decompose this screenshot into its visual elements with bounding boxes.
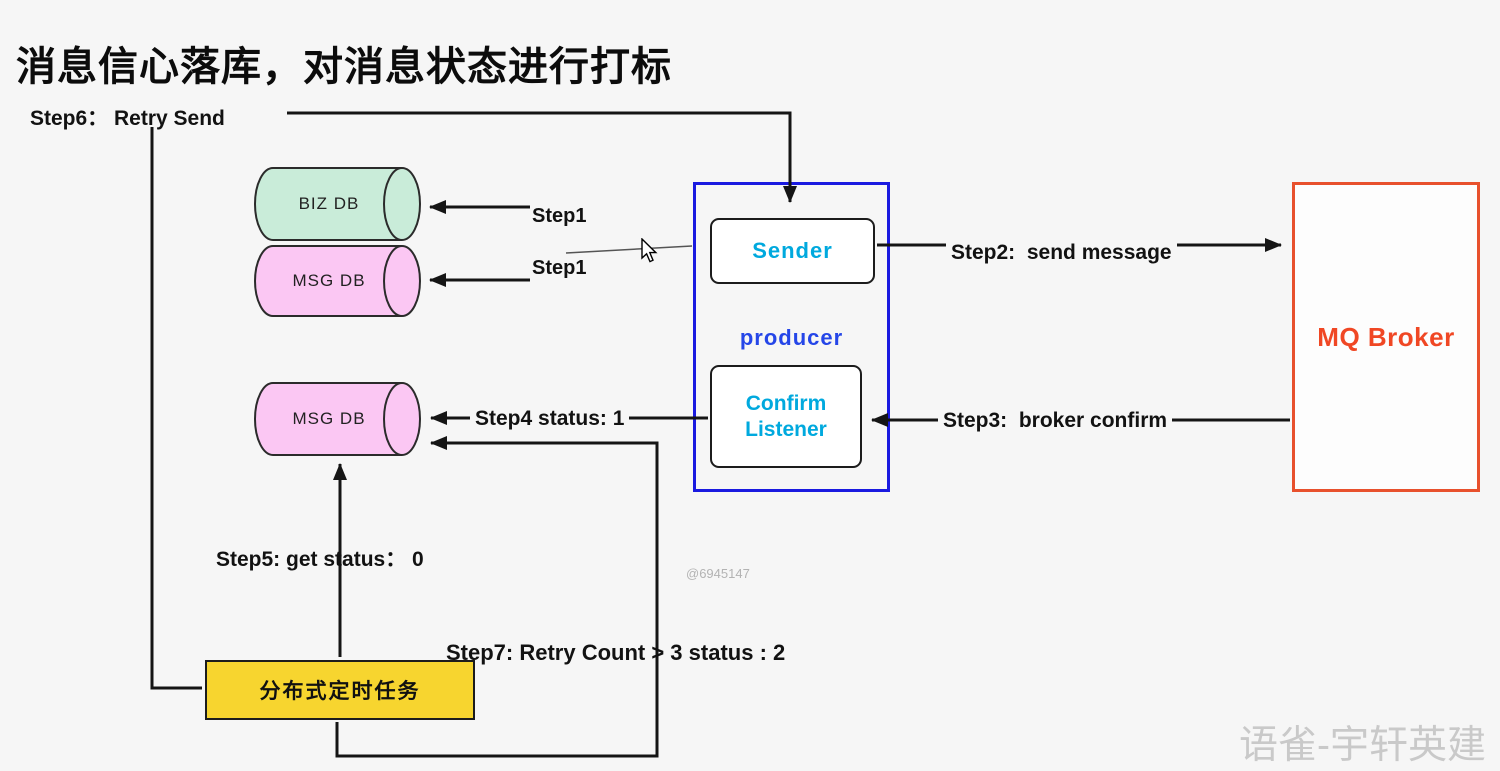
step4-label: Step4 status: 1 (470, 406, 630, 432)
msg-db-bottom-label: MSG DB (292, 409, 366, 428)
center-watermark: @6945147 (686, 566, 750, 581)
step1-biz-label: Step1 (532, 205, 587, 227)
confirm-listener-node: Confirm Listener (710, 365, 862, 468)
line-step6-left-rail (150, 127, 202, 690)
step1-msg-label: Step1 (532, 257, 587, 279)
mouse-cursor-icon (641, 238, 658, 263)
scheduler-node: 分布式定时任务 (205, 660, 475, 720)
line-step1-connector (565, 245, 693, 254)
page-title: 消息信心落库，对消息状态进行打标 (16, 45, 672, 89)
producer-label: producer (739, 325, 844, 350)
step3-label: Step3: broker confirm (938, 408, 1173, 434)
producer-group-box (693, 182, 890, 492)
bottom-right-watermark: 语雀-宇轩英建 (1239, 724, 1486, 767)
step6-label: Step6： Retry Send (30, 107, 225, 130)
step7-label: Step7: Retry Count > 3 status : 2 (446, 640, 786, 665)
msg-db-top-label: MSG DB (292, 271, 366, 290)
sender-node: Sender (710, 218, 875, 284)
biz-db-label: BIZ DB (298, 194, 360, 213)
step2-label: Step2: send message (946, 240, 1177, 266)
mq-broker-node: MQ Broker (1292, 182, 1480, 492)
step5-label: Step5: get status： 0 (216, 548, 424, 571)
